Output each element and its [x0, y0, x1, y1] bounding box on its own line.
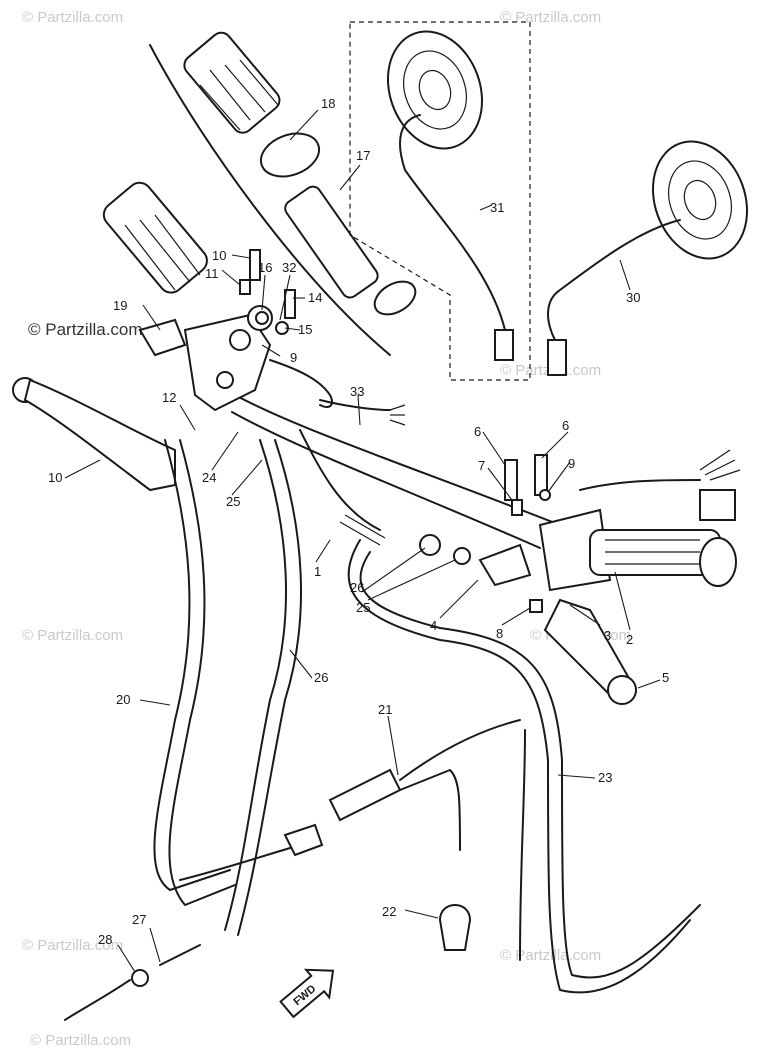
callout-15: 14 — [308, 290, 322, 305]
watermark: © Partzilla.com — [500, 947, 601, 964]
left-grip — [102, 181, 208, 294]
watermark-prominent: © Partzilla.com — [28, 320, 143, 339]
callout-12: 10 — [212, 248, 226, 263]
callout-4: 4 — [430, 618, 437, 633]
callout-18: 17 — [356, 148, 370, 163]
wiring — [269, 359, 406, 426]
leader-lines — [64, 109, 661, 973]
grip-assembly — [149, 31, 417, 356]
cables — [64, 439, 701, 1021]
callout-25-left: 24 — [202, 470, 216, 485]
callout-9: 9 — [568, 456, 575, 471]
callout-13: 11 — [205, 266, 219, 281]
callout-23: 22 — [382, 904, 396, 919]
callout-27: 26 — [314, 670, 328, 685]
watermark: © Partzilla.com — [22, 627, 123, 644]
watermark: © Partzilla.com — [22, 9, 123, 26]
callout-31: 31 — [490, 200, 504, 215]
callout-26-left: 25 — [226, 494, 240, 509]
clutch-lever — [12, 377, 176, 492]
watermark: © Partzilla.com — [500, 9, 601, 26]
grip-pattern — [199, 59, 279, 131]
callout-2: 2 — [626, 632, 633, 647]
watermark: © Partzilla.com — [30, 1032, 131, 1049]
direction-arrow: FWD — [279, 968, 335, 1019]
callout-22: 21 — [378, 702, 392, 717]
callout-19: 18 — [321, 96, 335, 111]
callout-3: 3 — [604, 628, 611, 643]
right-grip-assembly — [538, 449, 741, 705]
callout-labels: 18 17 10 11 16 32 14 15 9 19 12 10 24 25… — [48, 96, 669, 947]
callout-1: 1 — [314, 564, 321, 579]
bolts — [239, 249, 551, 613]
callout-6-right: 6 — [562, 418, 569, 433]
callout-25-right: 25 — [356, 600, 370, 615]
callout-29: 28 — [98, 932, 112, 947]
callout-21: 20 — [116, 692, 130, 707]
callout-20: 19 — [113, 298, 127, 313]
callout-17: 16 — [258, 260, 272, 275]
callout-11: 10 — [48, 470, 62, 485]
lever-bracket-right — [419, 534, 532, 587]
watermarks: © Partzilla.com © Partzilla.com © Partzi… — [22, 9, 631, 1049]
callout-14: 12 — [162, 390, 176, 405]
callout-26-right: 26 — [350, 580, 364, 595]
left-lever-bracket — [138, 305, 273, 412]
callout-33: 33 — [350, 384, 364, 399]
callout-8: 8 — [496, 626, 503, 641]
callout-28: 27 — [132, 912, 146, 927]
callout-10: 9 — [290, 350, 297, 365]
handlebar — [231, 394, 561, 549]
callout-7: 7 — [478, 458, 485, 473]
callout-5: 5 — [662, 670, 669, 685]
callout-16: 15 — [298, 322, 312, 337]
callout-32: 32 — [282, 260, 296, 275]
watermark: © Partzilla.com — [22, 937, 123, 954]
callout-6-left: 6 — [474, 424, 481, 439]
callout-30: 30 — [626, 290, 640, 305]
callout-24: 23 — [598, 770, 612, 785]
mirrors — [349, 21, 749, 381]
